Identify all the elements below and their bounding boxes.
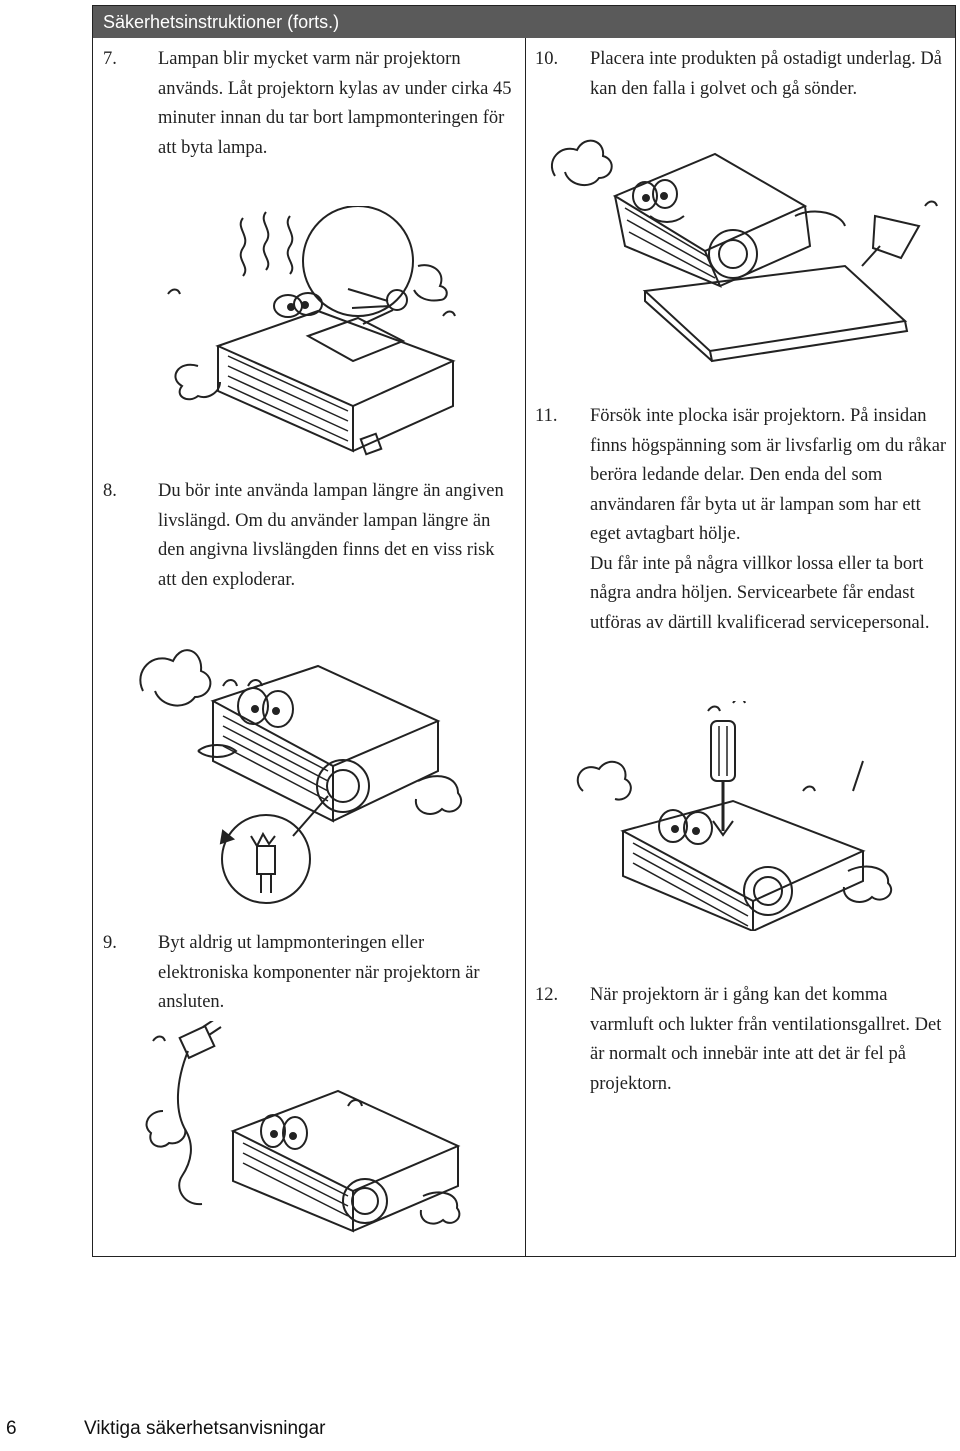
item-number: 11. xyxy=(535,406,558,426)
hot-lamp-illustration xyxy=(158,206,458,481)
instruction-item-8: 8. Du bör inte använda lampan längre än … xyxy=(103,477,513,595)
instruction-item-10: 10. Placera inte produkten på ostadigt u… xyxy=(535,45,950,104)
falling-projector-illustration xyxy=(545,136,945,366)
power-cord-illustration xyxy=(143,1021,473,1236)
item-text: Du bör inte använda lampan längre än ang… xyxy=(158,481,504,590)
item-number: 10. xyxy=(535,49,559,69)
item-text: Placera inte produkten på ostadigt under… xyxy=(590,49,942,99)
section-header: Säkerhetsinstruktioner (forts.) xyxy=(93,6,955,38)
instruction-item-11: 11. Försök inte plocka isär projektorn. … xyxy=(535,402,950,638)
instruction-item-9: 9. Byt aldrig ut lampmonteringen eller e… xyxy=(103,929,513,1018)
item-text: Byt aldrig ut lampmonteringen eller elek… xyxy=(158,933,480,1012)
item-text: När projektorn är i gång kan det komma v… xyxy=(590,985,942,1094)
column-divider xyxy=(525,38,526,1256)
item-text-continued: Du får inte på några villkor lossa eller… xyxy=(590,553,930,633)
item-text: Försök inte plocka isär projektorn. På i… xyxy=(590,406,947,544)
screwdriver-illustration xyxy=(563,701,943,931)
instruction-item-7: 7. Lampan blir mycket varm när projektor… xyxy=(103,45,513,163)
instruction-item-12: 12. När projektorn är i gång kan det kom… xyxy=(535,981,950,1099)
item-number: 7. xyxy=(103,49,117,69)
page-number: 6 xyxy=(6,1418,17,1439)
footer-section-title: Viktiga säkerhetsanvisningar xyxy=(84,1418,326,1439)
item-number: 12. xyxy=(535,985,559,1005)
item-text: Lampan blir mycket varm när projektorn a… xyxy=(158,49,512,158)
exploding-lamp-illustration xyxy=(133,631,478,911)
instruction-frame: Säkerhetsinstruktioner (forts.) 7. Lampa… xyxy=(92,5,956,1257)
item-number: 9. xyxy=(103,933,117,953)
item-number: 8. xyxy=(103,481,117,501)
